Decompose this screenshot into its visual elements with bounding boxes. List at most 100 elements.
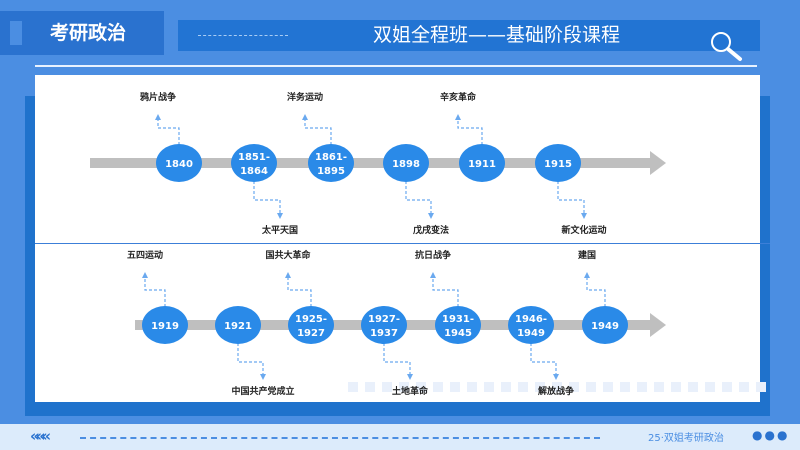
event-node	[459, 144, 505, 182]
decor-square	[552, 382, 562, 392]
event-label: 五四运动	[127, 250, 163, 261]
connector-arrow	[155, 114, 161, 120]
search-icon[interactable]	[706, 30, 750, 66]
title-dash-decoration	[198, 35, 288, 36]
connector	[557, 181, 585, 213]
event-label: 中国共产党成立	[231, 385, 294, 397]
event-node	[582, 306, 628, 344]
event-year: 1911	[468, 159, 496, 170]
event-node	[142, 306, 188, 344]
decor-square	[399, 382, 409, 392]
footer-page-label: 25·双姐考研政治	[648, 433, 724, 444]
event-year: 1925-	[295, 314, 327, 325]
event-year: 1921	[224, 321, 252, 332]
decor-square	[535, 382, 545, 392]
decor-square	[671, 382, 681, 392]
decor-square	[688, 382, 698, 392]
decor-square	[756, 382, 766, 392]
connector	[432, 278, 459, 307]
decor-square	[433, 382, 443, 392]
event-node	[535, 144, 581, 182]
event-year: 1898	[392, 159, 420, 170]
event-node	[383, 144, 429, 182]
event-node	[308, 144, 354, 182]
connector	[144, 278, 166, 307]
connector	[530, 343, 557, 374]
event-node	[435, 306, 481, 344]
event-year: 1946-	[515, 314, 547, 325]
content-panel	[35, 75, 760, 402]
decor-square	[739, 382, 749, 392]
timeline-bar	[90, 158, 650, 168]
event-label: 太平天国	[261, 224, 298, 236]
event-year: 1927-	[368, 314, 400, 325]
event-year: 1931-	[442, 314, 474, 325]
connector-arrow	[302, 114, 308, 120]
connector	[157, 120, 180, 145]
event-year: 1945	[444, 328, 472, 339]
connector-arrow	[581, 213, 587, 219]
decor-square	[382, 382, 392, 392]
connector	[237, 343, 264, 374]
event-node	[215, 306, 261, 344]
connector-arrow	[430, 272, 436, 278]
event-year: 1851-	[238, 152, 270, 163]
connector	[287, 278, 312, 307]
event-year: 1927	[297, 328, 325, 339]
title-bar: 双姐全程班——基础阶段课程	[178, 20, 760, 51]
event-label: 洋务运动	[287, 91, 323, 103]
more-icon[interactable]: ●●●	[752, 428, 790, 442]
event-year: 1861-	[315, 152, 347, 163]
connector-arrow	[455, 114, 461, 120]
connector	[383, 343, 411, 374]
event-year: 1949	[591, 321, 619, 332]
event-label: 鸦片战争	[140, 91, 176, 103]
event-year: 1864	[240, 166, 268, 177]
brand-title: 考研政治	[50, 22, 127, 44]
decor-square	[467, 382, 477, 392]
decor-square	[620, 382, 630, 392]
event-label: 解放战争	[538, 385, 574, 397]
event-label: 抗日战争	[415, 249, 451, 261]
event-year: 1949	[517, 328, 545, 339]
connector-arrow	[142, 272, 148, 278]
decor-square	[450, 382, 460, 392]
connector-arrow	[428, 213, 434, 219]
connector	[586, 278, 606, 307]
event-label: 国共大革命	[265, 249, 311, 261]
event-year: 1919	[151, 321, 179, 332]
event-node	[508, 306, 554, 344]
event-year: 1937	[370, 328, 398, 339]
decor-square	[348, 382, 358, 392]
decor-square	[416, 382, 426, 392]
event-node	[288, 306, 334, 344]
decor-square	[705, 382, 715, 392]
prev-icon[interactable]: «««	[30, 427, 51, 445]
connector-arrow	[407, 374, 413, 380]
event-label: 戊戌变法	[412, 224, 449, 236]
connector	[457, 120, 483, 145]
event-label: 建国	[578, 249, 596, 261]
row-separator	[35, 243, 770, 244]
footer-dash	[80, 437, 600, 439]
event-year: 1840	[165, 159, 193, 170]
event-node	[361, 306, 407, 344]
connector	[405, 181, 432, 213]
decor-square	[637, 382, 647, 392]
connector-arrow	[584, 272, 590, 278]
page-title: 双姐全程班——基础阶段课程	[373, 24, 621, 46]
connector	[304, 120, 332, 145]
event-year: 1895	[317, 166, 345, 177]
event-label: 土地革命	[392, 385, 429, 397]
arrow-head	[650, 313, 666, 337]
brand-mark	[10, 21, 22, 45]
event-node	[156, 144, 202, 182]
connector	[253, 181, 281, 213]
decor-square	[365, 382, 375, 392]
connector-arrow	[277, 213, 283, 219]
event-node	[231, 144, 277, 182]
event-label: 辛亥革命	[440, 91, 477, 103]
brand-box	[0, 11, 164, 55]
connector-arrow	[260, 374, 266, 380]
